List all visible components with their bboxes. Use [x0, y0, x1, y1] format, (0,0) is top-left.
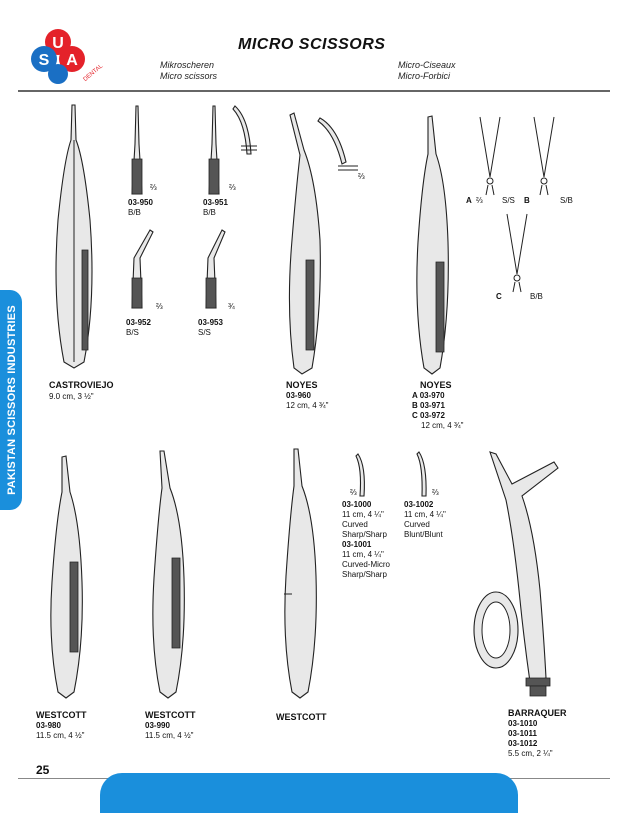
curved-03-1001-desc2: Sharp/Sharp: [342, 570, 387, 579]
tip-03-950-fraction: ⅔: [150, 183, 157, 192]
tip-03-953-code: 03-953: [198, 318, 223, 327]
noyes-code-b: B 03-971: [412, 401, 445, 410]
noyes-03-960-size: 12 cm, 4 ¾": [286, 401, 329, 410]
logo-letter-a: A: [66, 52, 78, 69]
noyes-03-970-size: 12 cm, 4 ¾": [421, 421, 464, 430]
tip-03-951-image: [208, 105, 257, 195]
tip-03-952-code: 03-952: [126, 318, 151, 327]
tip-variant-a-image: [479, 116, 501, 196]
westcott-03-990-code: 03-990: [145, 721, 170, 730]
tip-03-952-image: [131, 229, 154, 309]
logo-letter-s: S: [39, 52, 50, 69]
westcott-03-980-code: 03-980: [36, 721, 61, 730]
tip-03-950-code: 03-950: [128, 198, 153, 207]
tip-variant-b-letter: B: [524, 196, 530, 205]
page-title: MICRO SCISSORS: [238, 36, 386, 53]
curved-03-1000-fraction: ⅔: [350, 488, 357, 497]
tip-03-951-fraction: ⅔: [229, 183, 236, 192]
castroviejo-size: 9.0 cm, 3 ½": [49, 392, 94, 401]
curved-03-1001-size: 11 cm, 4 ¼": [342, 550, 384, 559]
page-number: 25: [36, 763, 50, 777]
curved-03-1002-code: 03-1002: [404, 500, 434, 509]
subtitle-german: Mikroscheren: [160, 60, 215, 70]
tip-03-953-fraction: ¾: [228, 302, 235, 311]
noyes-03-960-name: NOYES: [286, 380, 318, 390]
header-rule: [18, 90, 610, 92]
tip-variant-b-tips: S/B: [560, 196, 573, 205]
noyes-code-c: C 03-972: [412, 411, 445, 420]
noyes-03-960-fraction: ⅔: [358, 172, 365, 181]
westcott-image: [284, 448, 317, 699]
curved-03-1000-code: 03-1000: [342, 500, 372, 509]
tip-variant-a-tips: S/S: [502, 196, 515, 205]
castroviejo-name: CASTROVIEJO: [49, 380, 114, 390]
westcott-03-990-image: [152, 450, 185, 699]
barraquer-code-3: 03-1012: [508, 739, 538, 748]
curved-03-1002-desc1: Curved: [404, 520, 430, 529]
side-tab: [0, 290, 22, 510]
barraquer-code-2: 03-1011: [508, 729, 537, 738]
tip-variant-a-letter: A: [466, 196, 472, 205]
noyes-03-970-name: NOYES: [420, 380, 452, 390]
tip-03-950-tips: B/B: [128, 208, 141, 217]
tip-variant-c-letter: C: [496, 292, 502, 301]
tip-03-952-fraction: ⅔: [156, 302, 163, 311]
curved-03-1002-image: [416, 451, 427, 497]
tip-03-951-tips: B/B: [203, 208, 216, 217]
noyes-code-a: A 03-970: [412, 391, 445, 400]
tip-03-950-image: [131, 105, 143, 195]
castroviejo-scissors-image: [55, 104, 93, 369]
subtitle-english: Micro scissors: [160, 71, 218, 81]
barraquer-name: BARRAQUER: [508, 708, 567, 718]
subtitle-italian: Micro-Forbici: [398, 71, 451, 81]
footer-bar: [100, 773, 518, 813]
tip-03-953-image: [205, 229, 226, 309]
curved-03-1002-size: 11 cm, 4 ¼": [404, 510, 446, 519]
side-tab-label: PAKISTAN SCISSORS INDUSTRIES: [6, 305, 18, 495]
noyes-03-960-image: [288, 112, 358, 375]
westcott-03-990-size: 11.5 cm, 4 ½": [145, 731, 194, 740]
tip-variant-b-image: [533, 116, 555, 196]
barraquer-size: 5.5 cm, 2 ¼": [508, 749, 553, 758]
tip-03-953-tips: S/S: [198, 328, 211, 337]
curved-03-1001-code: 03-1001: [342, 540, 372, 549]
westcott-03-990-name: WESTCOTT: [145, 710, 196, 720]
curved-03-1000-size: 11 cm, 4 ¼": [342, 510, 384, 519]
westcott-name: WESTCOTT: [276, 712, 327, 722]
subtitle-french: Micro-Ciseaux: [398, 60, 456, 70]
noyes-03-960-code: 03-960: [286, 391, 311, 400]
curved-03-1002-fraction: ⅔: [432, 488, 439, 497]
usa-dental-logo: U S A DENTAL: [31, 29, 105, 84]
westcott-03-980-name: WESTCOTT: [36, 710, 87, 720]
tip-variant-c-tips: B/B: [530, 292, 543, 301]
curved-03-1000-image: [355, 453, 365, 497]
westcott-03-980-size: 11.5 cm, 4 ½": [36, 731, 85, 740]
barraquer-scissors-image: [473, 451, 559, 697]
curved-03-1002-desc2: Blunt/Blunt: [404, 530, 443, 539]
curved-03-1000-desc2: Sharp/Sharp: [342, 530, 387, 539]
logo-dental-text: DENTAL: [83, 63, 105, 83]
westcott-03-980-image: [50, 455, 83, 699]
tip-variant-a-fraction: ⅔: [476, 196, 483, 205]
noyes-03-970-image: [416, 115, 449, 375]
tip-03-951-code: 03-951: [203, 198, 228, 207]
curved-03-1000-desc1: Curved: [342, 520, 368, 529]
curved-03-1001-desc1: Curved-Micro: [342, 560, 391, 569]
barraquer-code-1: 03-1010: [508, 719, 538, 728]
tip-variant-c-image: [506, 213, 528, 293]
logo-letter-u: U: [52, 35, 64, 52]
tip-03-952-tips: B/S: [126, 328, 139, 337]
